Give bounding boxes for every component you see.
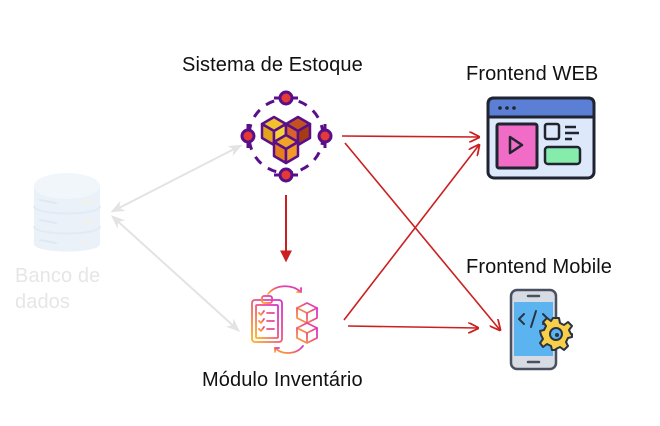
frontend-web-label: Frontend WEB: [466, 63, 599, 85]
stock-system-label: Sistema de Estoque: [182, 54, 363, 76]
mobile-settings-icon: [509, 288, 573, 371]
database-label-line1: Banco de: [15, 265, 101, 287]
edge-stock-system-frontend-mobile: [344, 142, 500, 330]
edge-inventory-module-frontend-web: [343, 145, 479, 321]
database-icon: [33, 173, 101, 252]
boxes-network-icon: [240, 90, 333, 183]
edge-database-stock-system: [110, 144, 243, 213]
browser-window-icon: [486, 96, 596, 180]
edge-database-inventory-module: [110, 215, 241, 332]
edge-stock-system-frontend-web: [341, 136, 479, 137]
database-label: Banco de dados: [15, 263, 100, 315]
frontend-mobile-label: Frontend Mobile: [466, 256, 613, 278]
inventory-clipboard-icon: [251, 285, 318, 354]
inventory-module-label: Módulo Inventário: [202, 369, 363, 391]
edges: [110, 136, 500, 332]
database-label-line2: dados: [15, 291, 70, 313]
edge-inventory-module-frontend-mobile: [347, 326, 478, 328]
